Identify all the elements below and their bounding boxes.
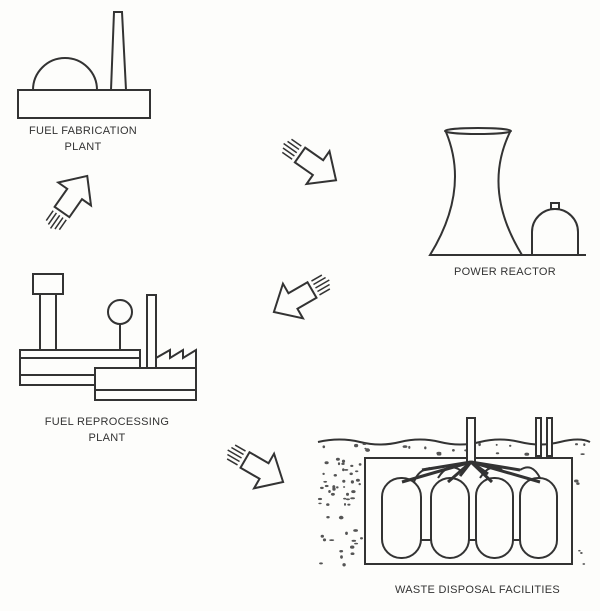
gravel-speck (424, 446, 427, 450)
power-reactor-label: POWER REACTOR (430, 264, 580, 280)
gravel-speck (317, 497, 323, 501)
gravel-speck (322, 472, 325, 475)
gravel-speck (342, 468, 345, 472)
gravel-speck (340, 555, 343, 559)
gravel-speck (452, 449, 455, 452)
gravel-speck (339, 550, 342, 553)
label-line: FUEL REPROCESSING (44, 416, 170, 428)
gravel-speck (323, 480, 328, 483)
gravel-speck (350, 552, 355, 555)
gravel-speck (351, 539, 357, 542)
gravel-speck (582, 563, 586, 565)
gravel-speck (338, 515, 344, 520)
gravel-speck (524, 452, 530, 456)
gravel-speck (343, 486, 346, 488)
gravel-speck (354, 443, 359, 448)
gravel-speck (580, 453, 585, 455)
gravel-speck (341, 462, 345, 465)
gravel-speck (345, 498, 350, 501)
gravel-speck (358, 483, 361, 486)
gravel-speck (341, 459, 346, 463)
gravel-speck (349, 472, 353, 476)
gravel-speck (578, 549, 581, 552)
gravel-speck (345, 531, 348, 535)
fuel-fabrication-plant-label: FUEL FABRICATION PLANT (8, 123, 158, 155)
gravel-speck (495, 452, 500, 455)
gravel-speck (330, 492, 335, 496)
gravel-speck (342, 563, 346, 567)
gravel-speck (337, 462, 341, 466)
arrow-reactor-to-reprocessing (262, 261, 341, 331)
gravel-speck (318, 502, 322, 505)
gravel-speck (495, 443, 498, 446)
gravel-speck (408, 445, 411, 449)
gravel-speck (342, 479, 346, 483)
gravel-speck (324, 461, 329, 465)
gravel-speck (355, 470, 359, 473)
gravel-speck (320, 534, 324, 538)
gravel-speck (360, 537, 363, 540)
label-line: POWER REACTOR (453, 266, 557, 278)
gravel-speck (583, 443, 586, 446)
gravel-speck (336, 486, 339, 489)
label-line: FUEL FABRICATION (28, 125, 138, 137)
gravel-speck (343, 497, 347, 500)
arrow-reprocessing-to-waste (216, 431, 295, 501)
gravel-speck (333, 474, 337, 477)
gravel-speck (347, 503, 351, 506)
gravel-speck (322, 538, 327, 542)
gravel-speck (346, 492, 349, 496)
power-reactor-icon (428, 127, 586, 256)
gravel-speck (574, 479, 579, 483)
gravel-speck (362, 443, 367, 445)
gravel-speck (351, 490, 356, 494)
gravel-speck (350, 545, 355, 549)
gravel-speck (478, 442, 481, 447)
gravel-speck (436, 453, 442, 456)
fuel-reprocessing-plant-icon (19, 273, 197, 401)
gravel-speck (335, 457, 340, 461)
gravel-speck (509, 444, 512, 447)
gravel-speck (329, 539, 335, 541)
gravel-speck (364, 447, 367, 450)
gravel-speck (328, 490, 331, 493)
arrow-fabrication-to-reactor (271, 126, 349, 198)
gravel-speck (344, 503, 346, 506)
label-line: WASTE DISPOSAL FACILITIES (394, 584, 560, 596)
arrow-reprocessing-to-fabrication (33, 163, 105, 241)
gravel-speck (324, 484, 329, 488)
fuel-fabrication-plant-icon (17, 11, 151, 119)
fuel-reprocessing-plant-label: FUEL REPROCESSING PLANT (22, 414, 192, 446)
gravel-speck (326, 516, 330, 519)
gravel-speck (350, 464, 354, 467)
gravel-speck (358, 463, 362, 466)
gravel-speck (580, 552, 583, 554)
gravel-speck (350, 497, 355, 500)
waste-disposal-facilities-icon (317, 417, 591, 567)
gravel-speck (322, 445, 326, 449)
gravel-speck (320, 486, 324, 490)
gravel-speck (343, 469, 349, 471)
gravel-speck (319, 562, 323, 565)
gravel-speck (576, 482, 580, 485)
gravel-speck (402, 445, 408, 448)
gravel-speck (332, 485, 336, 489)
waste-disposal-facilities-label: WASTE DISPOSAL FACILITIES (370, 582, 585, 598)
label-line: PLANT (88, 432, 126, 444)
gravel-speck (353, 529, 358, 532)
gravel-speck (354, 542, 359, 545)
gravel-speck (355, 478, 360, 482)
gravel-speck (365, 448, 370, 452)
gravel-speck (326, 503, 330, 506)
label-line: PLANT (64, 141, 102, 153)
gravel-speck (350, 480, 354, 484)
gravel-speck (575, 443, 578, 446)
